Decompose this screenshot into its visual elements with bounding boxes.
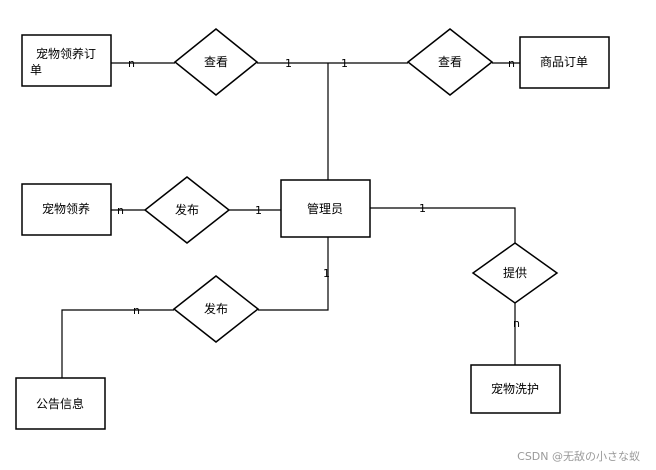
card-view-right-entity: n — [508, 57, 515, 70]
entity-label-line1: 宠物领养订 — [36, 46, 96, 61]
entity-product-order: 商品订单 — [519, 36, 610, 89]
card-view-left-admin: 1 — [285, 57, 292, 70]
card-publish-announcement-entity: n — [133, 304, 140, 317]
entity-box — [519, 36, 610, 89]
relationship-diamond — [471, 242, 559, 304]
card-publish-announcement-admin: 1 — [323, 267, 330, 280]
entity-label: 宠物领养 — [42, 201, 90, 216]
entity-box — [21, 183, 112, 236]
entity-admin: 管理员 — [280, 179, 371, 238]
entity-box — [280, 179, 371, 238]
relationship-provide: 提供 — [471, 242, 559, 304]
entity-announcement: 公告信息 — [15, 377, 106, 430]
entity-label: 宠物洗护 — [491, 381, 539, 396]
entity-pet-adoption: 宠物领养 — [21, 183, 112, 236]
relationship-label: 查看 — [204, 55, 228, 69]
entity-pet-washing: 宠物洗护 — [470, 364, 561, 414]
edges — [61, 62, 520, 378]
card-provide-admin: 1 — [419, 202, 426, 215]
relationship-label: 查看 — [438, 55, 462, 69]
edge-provide — [370, 207, 516, 365]
entity-pet-adoption-order: 宠物领养订 单 — [21, 34, 112, 87]
relationship-diamond — [406, 28, 494, 96]
relationship-view-left: 查看 — [173, 28, 259, 96]
entity-box — [21, 34, 112, 87]
entity-label: 商品订单 — [540, 54, 588, 69]
entity-label: 公告信息 — [36, 396, 84, 411]
entity-box — [15, 377, 106, 430]
entity-box — [470, 364, 561, 414]
relationship-publish-adoption: 发布 — [143, 176, 231, 244]
relationship-diamond — [173, 28, 259, 96]
relationship-label: 发布 — [204, 301, 228, 316]
relationship-diamond — [143, 176, 231, 244]
relationship-view-right: 查看 — [406, 28, 494, 96]
card-publish-adoption-admin: 1 — [255, 204, 262, 217]
relationship-label: 发布 — [175, 202, 199, 217]
card-publish-adoption-entity: n — [117, 204, 124, 217]
edge-publish-announcement — [61, 237, 329, 378]
entity-label: 管理员 — [307, 201, 343, 216]
card-view-right-admin: 1 — [341, 57, 348, 70]
card-provide-entity: n — [513, 317, 520, 330]
relationship-publish-announcement: 发布 — [172, 275, 260, 343]
cardinalities: n 1 1 n n 1 1 n 1 n — [117, 57, 520, 330]
relationship-label: 提供 — [503, 265, 527, 280]
relationship-diamond — [172, 275, 260, 343]
entity-label-line2: 单 — [30, 63, 42, 77]
card-view-left-entity: n — [128, 57, 135, 70]
watermark-text: CSDN @无敌の小さな蚁 — [517, 449, 640, 463]
